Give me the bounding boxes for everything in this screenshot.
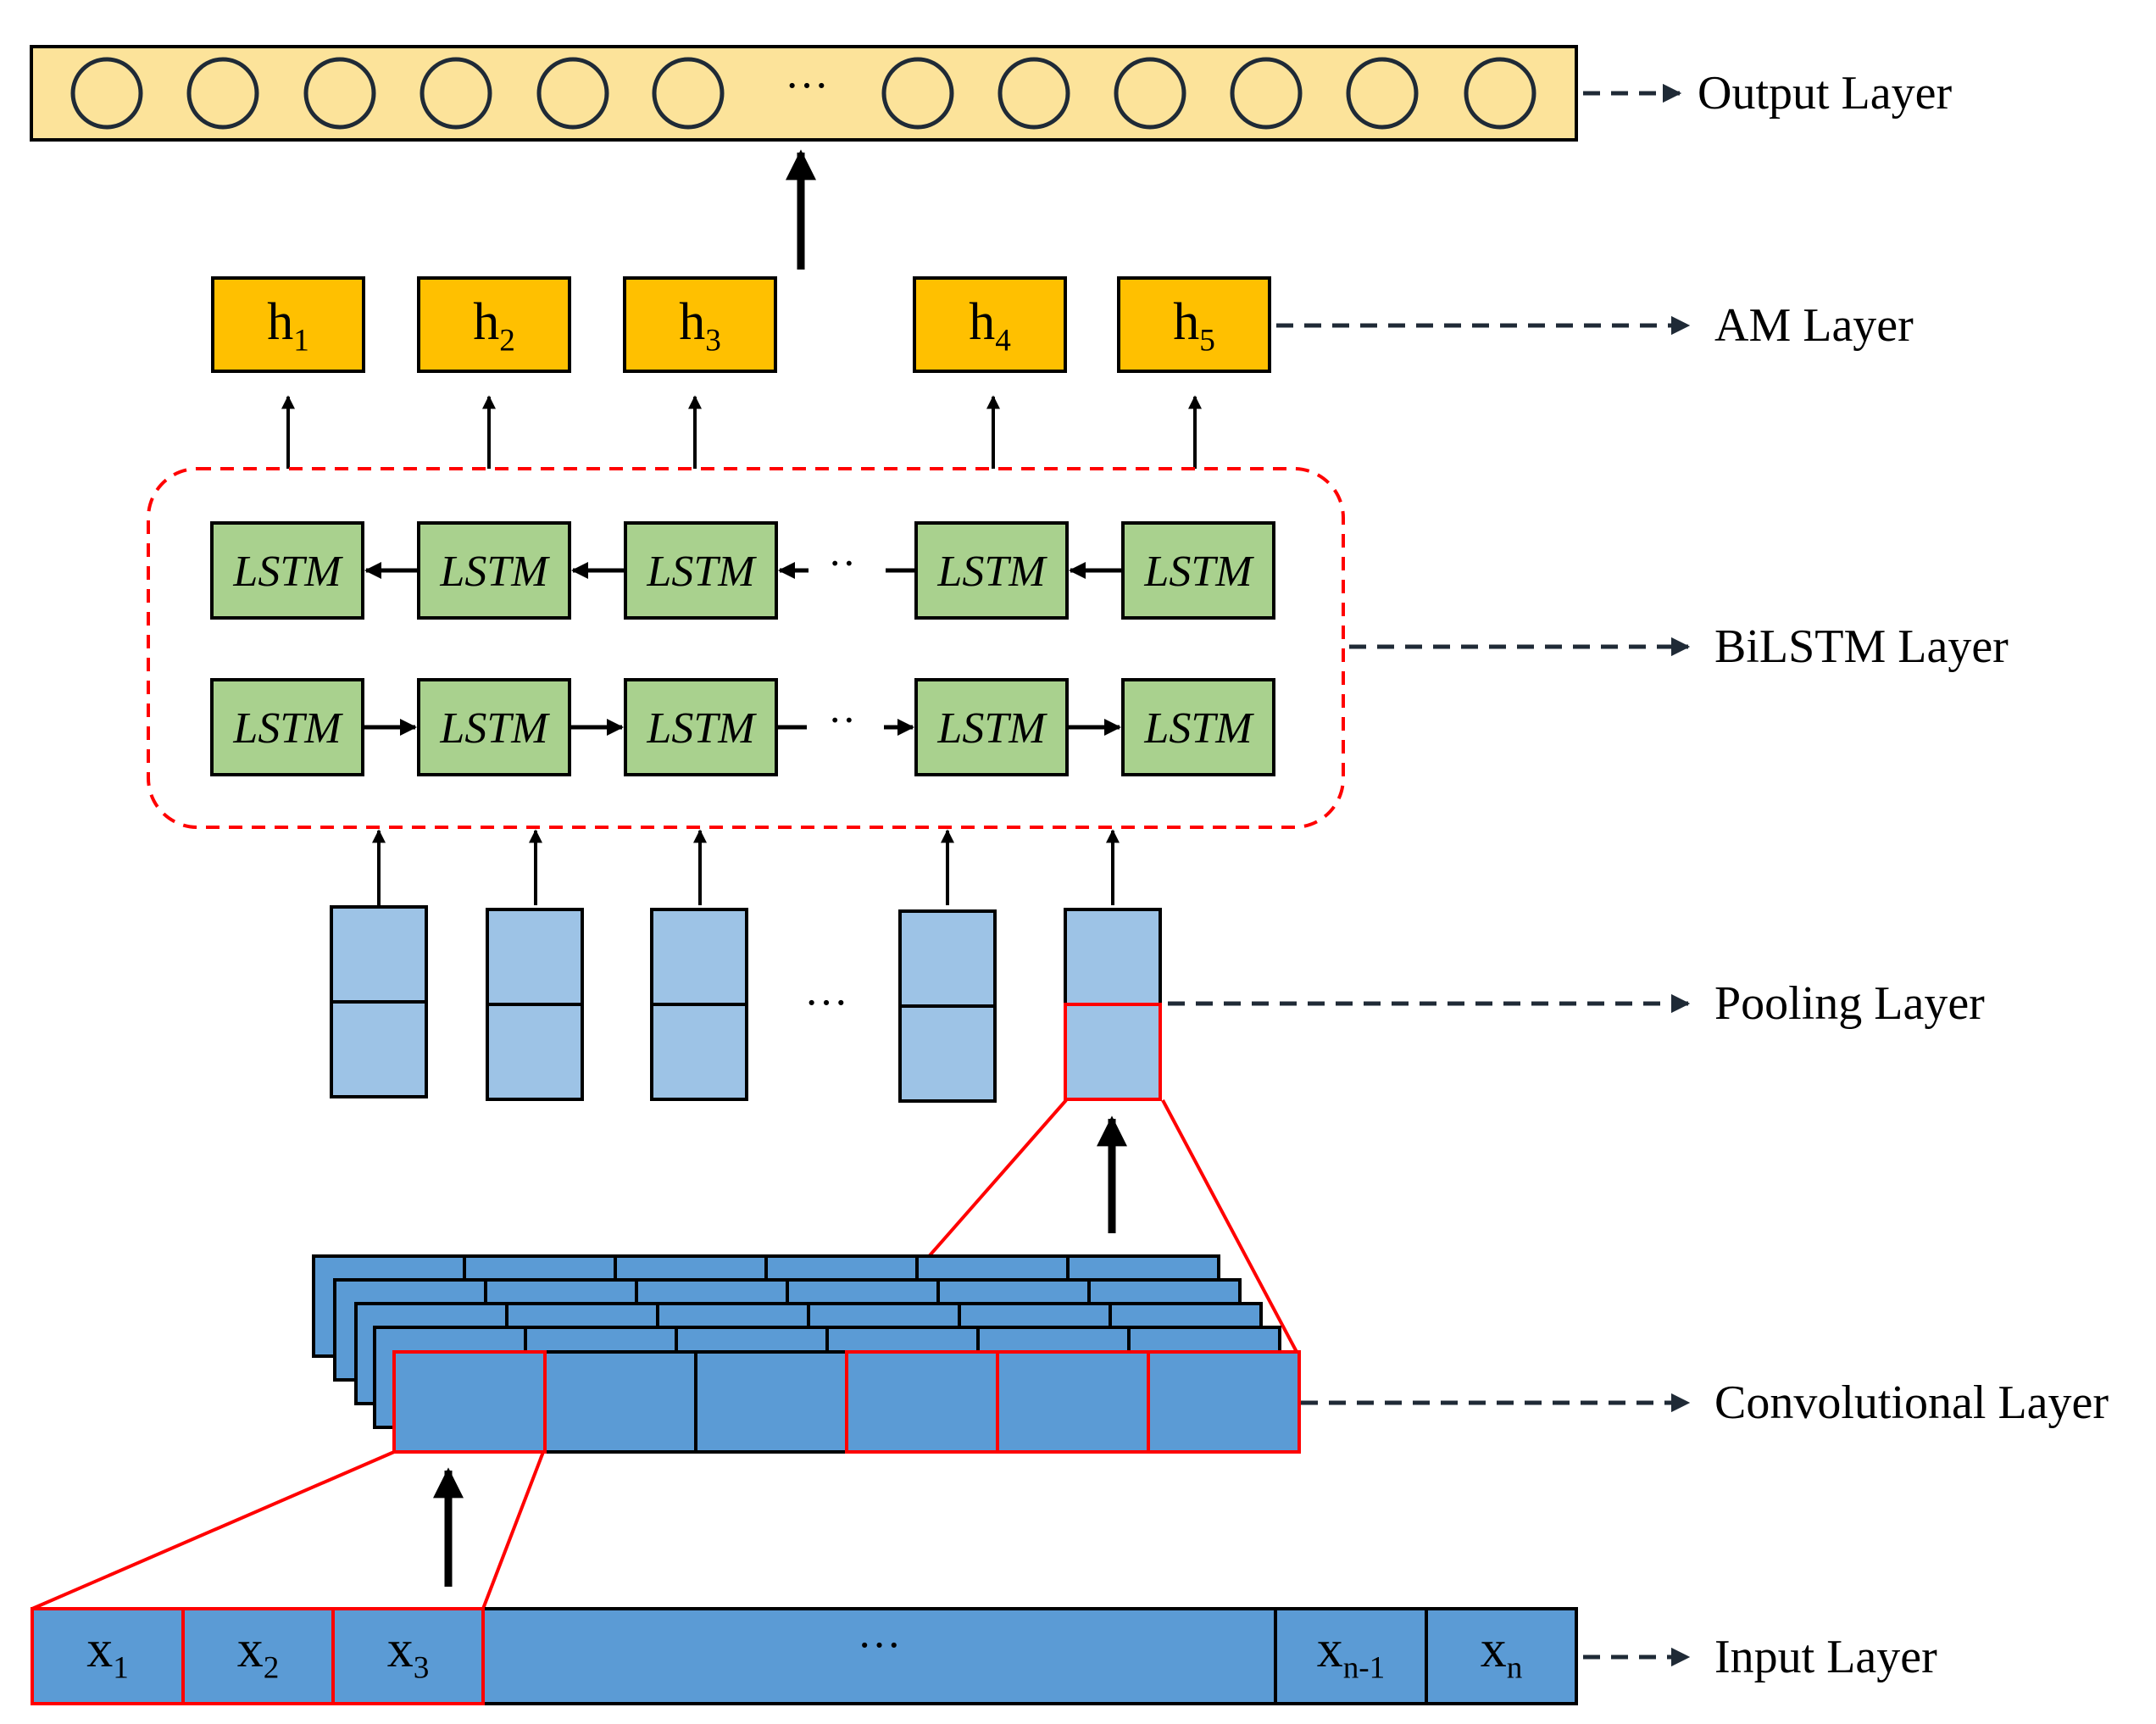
input-cell-label: x2 xyxy=(237,1621,280,1686)
output-nodes xyxy=(70,57,1536,130)
conv-cell-highlighted xyxy=(1147,1350,1301,1454)
lstm-cell xyxy=(1121,521,1275,620)
output-node xyxy=(997,57,1070,130)
lstm-label: LSTM xyxy=(232,704,343,753)
pooling-layer xyxy=(330,905,1162,1103)
lstm-label: LSTM xyxy=(646,548,757,596)
conv-cell xyxy=(543,1350,697,1454)
input-layer-label: Input Layer xyxy=(1714,1631,1937,1683)
lstm-label: LSTM xyxy=(1143,704,1254,753)
lstm-label: LSTM xyxy=(439,548,550,596)
am-node-3 xyxy=(623,276,777,373)
pool-cell-top xyxy=(330,905,428,1004)
lstm-cell xyxy=(914,678,1069,776)
pool-cell-bottom xyxy=(330,1000,428,1098)
input-layer: x1 x2 x3 ··· xn-1 xn xyxy=(31,1607,1578,1705)
output-layer-bar xyxy=(30,45,1578,142)
output-node xyxy=(70,57,143,130)
lstm-cell xyxy=(624,521,778,620)
pool-to-bilstm-arrows xyxy=(372,829,1120,905)
pool-cell-highlighted xyxy=(1064,1003,1162,1101)
lstm-label: LSTM xyxy=(936,548,1047,596)
input-cell-label: x1 xyxy=(86,1621,129,1686)
conv-cell-highlighted xyxy=(996,1350,1150,1454)
input-cell-label: xn-1 xyxy=(1317,1621,1386,1686)
pool-cell-bottom xyxy=(486,1003,584,1101)
pool-cell-top xyxy=(650,908,748,1006)
pooling-layer-label: Pooling Layer xyxy=(1714,977,1985,1030)
lstm-label: LSTM xyxy=(936,704,1047,753)
lstm-label: LSTM xyxy=(439,704,550,753)
input-cell xyxy=(1274,1607,1428,1705)
lstm-cell xyxy=(1121,678,1275,776)
input-highlight-border xyxy=(331,1607,485,1705)
lstm-label: LSTM xyxy=(646,704,757,753)
output-node xyxy=(881,57,954,130)
pool-cell-bottom xyxy=(650,1003,748,1101)
lstm-cell xyxy=(417,521,571,620)
am-layer-label: AM Layer xyxy=(1714,299,1914,352)
output-node xyxy=(303,57,376,130)
lstm-ellipsis: ·· xyxy=(828,539,856,587)
conv-highlight-border xyxy=(1147,1350,1301,1454)
am-layer: h1 h2 h3 h4 h5 xyxy=(211,276,1271,373)
pool-cell-bottom xyxy=(898,1004,997,1103)
bilstm-layer-label: BiLSTM Layer xyxy=(1714,620,2009,673)
bilstm-dashed-frame xyxy=(147,467,1345,829)
am-node-label: h5 xyxy=(1173,293,1215,359)
input-cell-label: xn xyxy=(1481,1621,1523,1686)
input-to-conv-zoom-lines xyxy=(31,1450,545,1610)
output-node xyxy=(1114,57,1186,130)
conv-cell xyxy=(694,1350,848,1454)
output-layer: ··· xyxy=(30,45,1578,142)
am-node-label: h1 xyxy=(267,293,309,359)
conv-cell-highlighted xyxy=(845,1350,999,1454)
input-cell-label: x3 xyxy=(387,1621,430,1686)
lstm-cell xyxy=(417,678,571,776)
am-node-label: h2 xyxy=(473,293,515,359)
output-node xyxy=(1464,57,1536,130)
layer-labels: Output Layer AM Layer BiLSTM Layer Pooli… xyxy=(1698,67,2109,1683)
pooling-ellipsis: ··· xyxy=(804,979,848,1027)
conv-layer-label: Convolutional Layer xyxy=(1714,1376,2109,1429)
lstm-cell xyxy=(624,678,778,776)
am-node-2 xyxy=(417,276,571,373)
input-cell xyxy=(481,1607,1277,1705)
am-node-4 xyxy=(913,276,1067,373)
output-ellipsis: ··· xyxy=(785,62,829,110)
convolutional-layer xyxy=(312,1254,1301,1454)
output-layer-label: Output Layer xyxy=(1698,67,1952,120)
lstm-cell xyxy=(914,521,1069,620)
pool-cell-top xyxy=(1064,908,1162,1006)
lstm-cell xyxy=(210,521,364,620)
conv-highlight-border xyxy=(392,1350,547,1454)
pool-cell-top xyxy=(898,909,997,1008)
lstm-label: LSTM xyxy=(1143,548,1254,596)
am-node-label: h3 xyxy=(679,293,721,359)
output-node xyxy=(652,57,725,130)
bilstm-cells: LSTM LSTM LSTM LSTM LSTM ·· LSTM LSTM LSTM LSTM LS… xyxy=(210,521,1275,776)
pool-cell-top xyxy=(486,908,584,1006)
lstm-cell xyxy=(210,678,364,776)
output-node xyxy=(186,57,259,130)
layer-pointers xyxy=(1168,83,1691,1667)
output-node xyxy=(1346,57,1419,130)
bilstm-to-am-arrows xyxy=(281,395,1202,469)
input-ellipsis: ··· xyxy=(858,1621,902,1670)
output-node xyxy=(1230,57,1303,130)
conv-cell-highlighted xyxy=(392,1350,547,1454)
am-node-1 xyxy=(211,276,365,373)
output-node xyxy=(420,57,492,130)
am-node-5 xyxy=(1117,276,1271,373)
input-cell xyxy=(1425,1607,1578,1705)
am-node-label: h4 xyxy=(969,293,1011,359)
lstm-ellipsis: ·· xyxy=(828,696,856,743)
output-node xyxy=(536,57,609,130)
lstm-label: LSTM xyxy=(232,548,343,596)
